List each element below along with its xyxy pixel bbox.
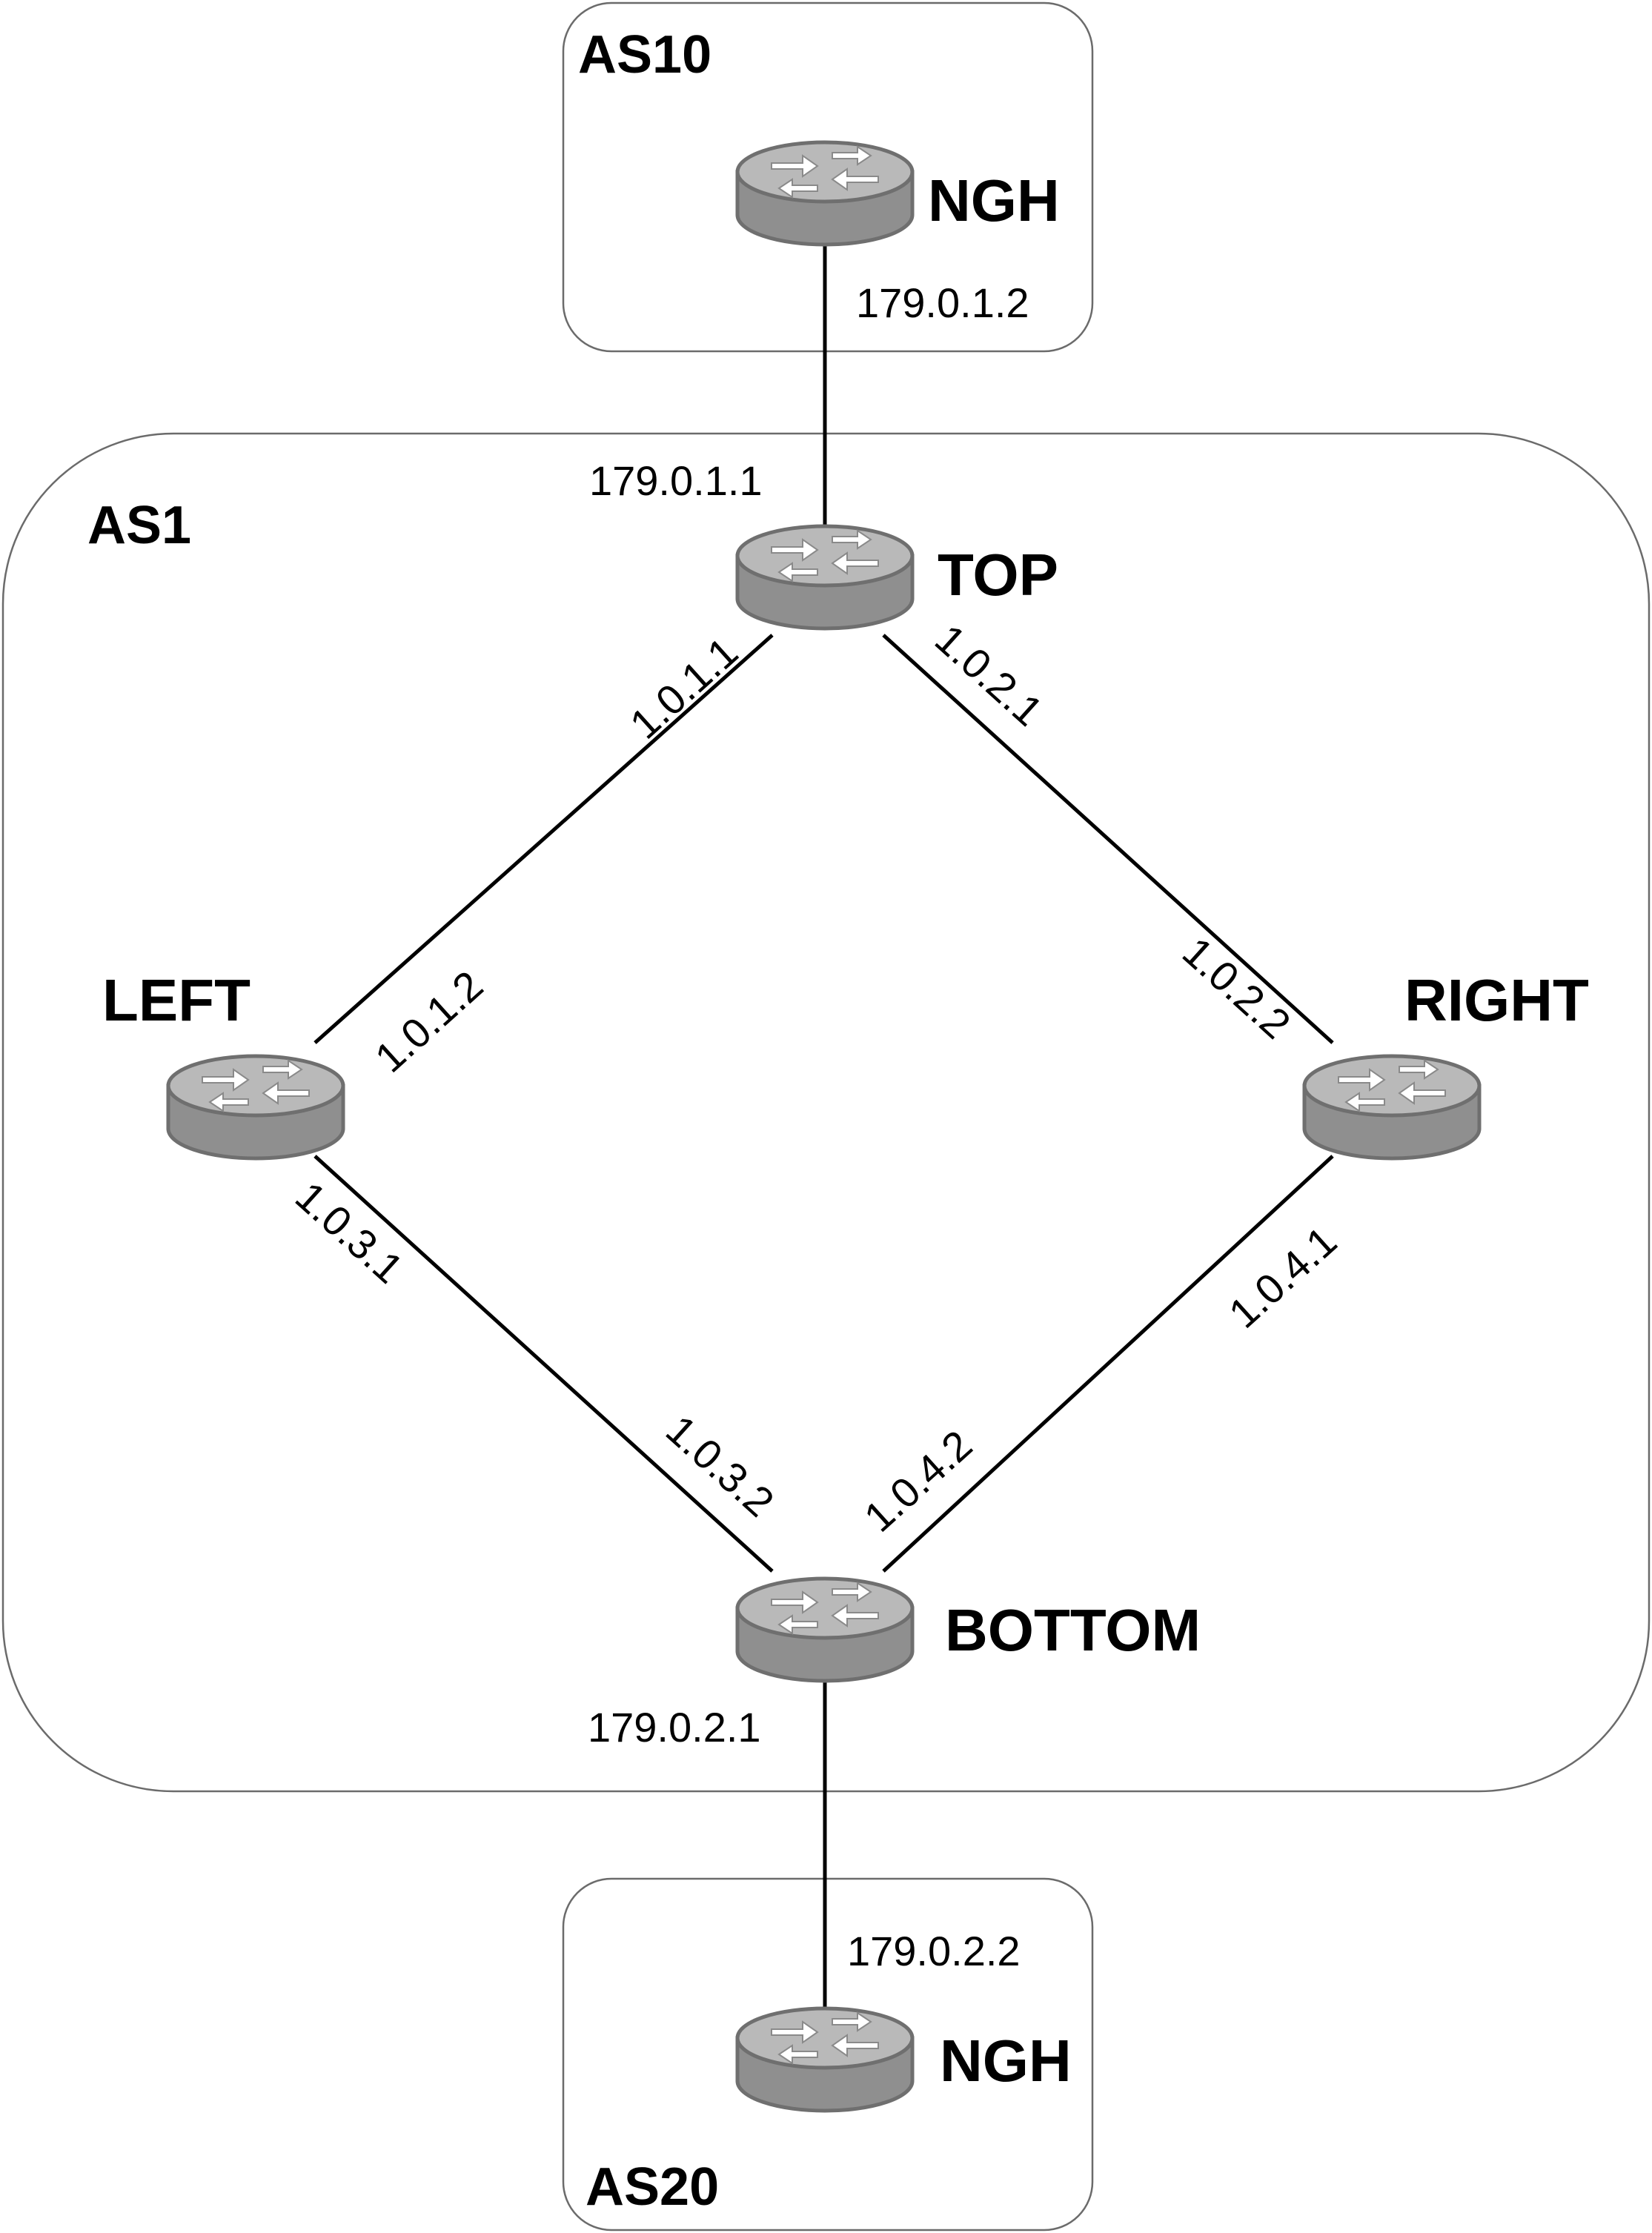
ip-top-external: 179.0.1.1 (589, 457, 763, 504)
ip-bottom-left: 1.0.3.2 (657, 1406, 783, 1525)
router-ngh-as20-icon (737, 2008, 912, 2111)
as10-boundary (562, 1, 1094, 353)
as10-label: AS10 (578, 25, 711, 84)
router-ngh-as10-icon (737, 142, 912, 245)
link-top-left (314, 634, 774, 1044)
router-top-icon (737, 526, 912, 628)
as20-label: AS20 (586, 2157, 719, 2217)
router-ngh-as20-name: NGH (940, 2028, 1072, 2094)
router-bottom-name: BOTTOM (945, 1597, 1201, 1663)
ip-ngh-as10: 179.0.1.2 (856, 279, 1029, 326)
ip-bottom-external: 179.0.2.1 (588, 1704, 761, 1751)
ip-top-right: 1.0.2.1 (926, 615, 1052, 734)
router-left-icon (168, 1056, 343, 1158)
ip-top-left: 1.0.1.1 (621, 628, 746, 748)
router-right-icon (1304, 1056, 1479, 1158)
as1-label: AS1 (87, 496, 191, 555)
ip-bottom-right: 1.0.4.2 (855, 1421, 981, 1541)
ip-right-top: 1.0.2.2 (1174, 928, 1299, 1047)
ip-ngh-as20: 179.0.2.2 (847, 1928, 1021, 1974)
as20-boundary (562, 1877, 1094, 2232)
router-ngh-as10-name: NGH (928, 167, 1060, 233)
router-right-name: RIGHT (1404, 967, 1589, 1033)
router-left-name: LEFT (102, 967, 251, 1033)
router-top-name: TOP (938, 542, 1058, 608)
link-right-bottom (882, 1155, 1334, 1573)
ip-right-bottom: 1.0.4.1 (1220, 1218, 1345, 1337)
link-top-right (882, 634, 1334, 1044)
router-bottom-icon (737, 1579, 912, 1681)
link-left-bottom (314, 1155, 774, 1573)
ip-left-bottom: 1.0.3.1 (287, 1172, 412, 1292)
